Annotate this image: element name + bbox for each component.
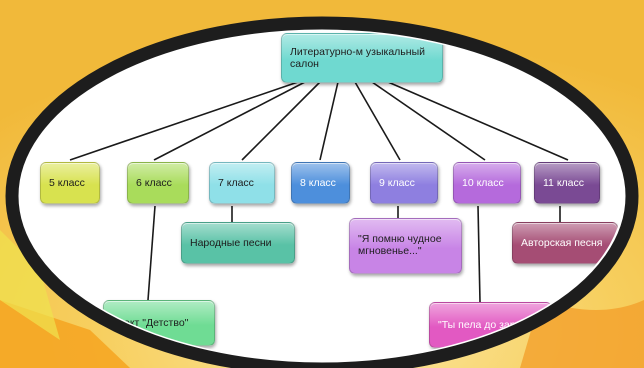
root-label: Литературно-м узыкальный салон bbox=[290, 46, 425, 70]
grade-node-10: 10 класс bbox=[453, 162, 521, 204]
topic-avtorskaya-pesnya: Авторская песня bbox=[512, 222, 618, 264]
topic-label: ект "Детство" bbox=[124, 317, 189, 329]
topic-ya-pomnyu: "Я помню чудное мгновенье..." bbox=[349, 218, 462, 274]
topic-label: Авторская песня bbox=[521, 237, 603, 249]
grade-label: 8 класс bbox=[300, 177, 336, 189]
grade-node-5: 5 класс bbox=[40, 162, 100, 204]
grade-label: 6 класс bbox=[136, 177, 172, 189]
topic-label: Народные песни bbox=[190, 237, 272, 249]
grade-node-7: 7 класс bbox=[209, 162, 275, 204]
grade-label: 10 класс bbox=[462, 177, 504, 189]
topic-label: "Я помню чудное мгновенье..." bbox=[358, 233, 442, 257]
grade-label: 9 класс bbox=[379, 177, 415, 189]
root-node: Литературно-м узыкальный салон bbox=[281, 33, 443, 83]
topic-label: "Ты пела до зар bbox=[438, 319, 516, 331]
grade-label: 11 класс bbox=[543, 177, 584, 189]
grade-label: 5 класс bbox=[49, 177, 85, 189]
grade-label: 7 класс bbox=[218, 177, 254, 189]
grade-node-8: 8 класс bbox=[291, 162, 350, 204]
grade-node-9: 9 класс bbox=[370, 162, 438, 204]
grade-node-11: 11 класс bbox=[534, 162, 600, 204]
topic-narodnye-pesni: Народные песни bbox=[181, 222, 295, 264]
grade-node-6: 6 класс bbox=[127, 162, 189, 204]
